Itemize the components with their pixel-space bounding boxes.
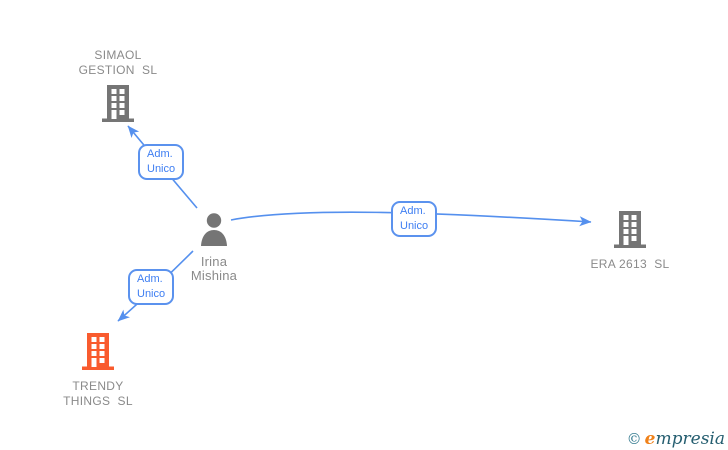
person-name-label: Irina Mishina [190,254,238,283]
edge-label-adm-unico-era: Adm. Unico [391,201,437,237]
company-name-label: TRENDY THINGS SL [63,379,133,408]
empresia-watermark: ©empresia [627,429,725,449]
company-name-label: ERA 2613 SL [590,257,670,271]
person-icon [200,212,228,251]
company-name-label: SIMAOL GESTION SL [78,48,158,77]
building-icon [81,332,115,375]
edge-person-to-era [230,211,592,227]
edge-label-adm-unico-trendy: Adm. Unico [128,269,174,305]
node-company-era-2613[interactable]: ERA 2613 SL [570,210,690,272]
empresia-logo-initial: e [644,429,656,449]
empresia-logo-text: mpresia [655,429,726,449]
node-person-irina-mishina[interactable]: Irina Mishina [154,212,274,283]
edge-label-adm-unico-simaol: Adm. Unico [138,144,184,180]
building-icon [101,84,135,127]
building-icon [613,210,647,253]
node-company-trendy-things[interactable]: TRENDY THINGS SL [38,332,158,409]
node-company-simaol[interactable]: SIMAOL GESTION SL [58,48,178,127]
copyright-icon: © [626,430,642,448]
